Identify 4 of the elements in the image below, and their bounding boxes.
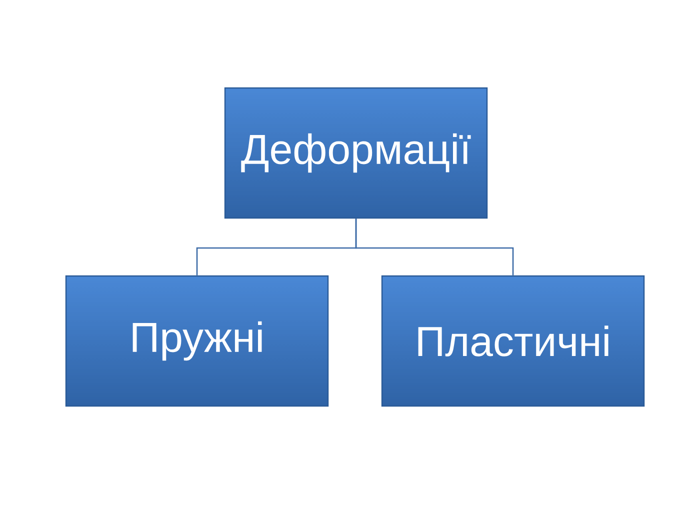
concept-box: Пластичні — [381, 275, 645, 407]
concept-box: Деформації — [224, 87, 488, 219]
connector-line — [355, 218, 514, 276]
concept-box: Пружні — [65, 275, 329, 407]
